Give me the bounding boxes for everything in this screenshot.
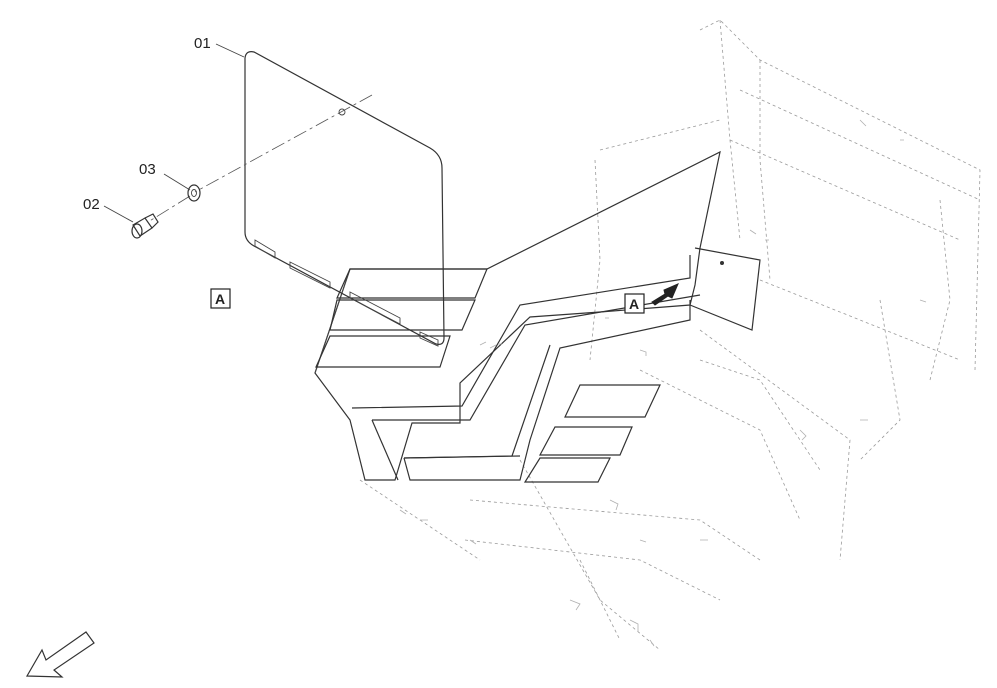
view-ref-box-a: A	[210, 288, 231, 309]
callout-02: 02	[83, 196, 100, 213]
assembly-axis-line	[147, 94, 373, 223]
detail-ref-label: A	[629, 296, 639, 312]
arrow-right-icon	[651, 283, 679, 306]
callout-03: 03	[139, 161, 156, 178]
machine-frame-ghost	[359, 19, 981, 651]
front-arrow-icon	[25, 631, 95, 678]
side-panel	[314, 150, 761, 483]
part-03-washer	[187, 184, 201, 202]
part-02-bolt	[131, 213, 159, 239]
part-01-cover-plate	[244, 51, 445, 347]
ghost-hardware	[399, 119, 927, 647]
view-ref-label: A	[215, 291, 225, 307]
callout-01: 01	[194, 35, 211, 52]
detail-ref-a: A	[624, 283, 679, 314]
leader-lines	[103, 43, 245, 223]
